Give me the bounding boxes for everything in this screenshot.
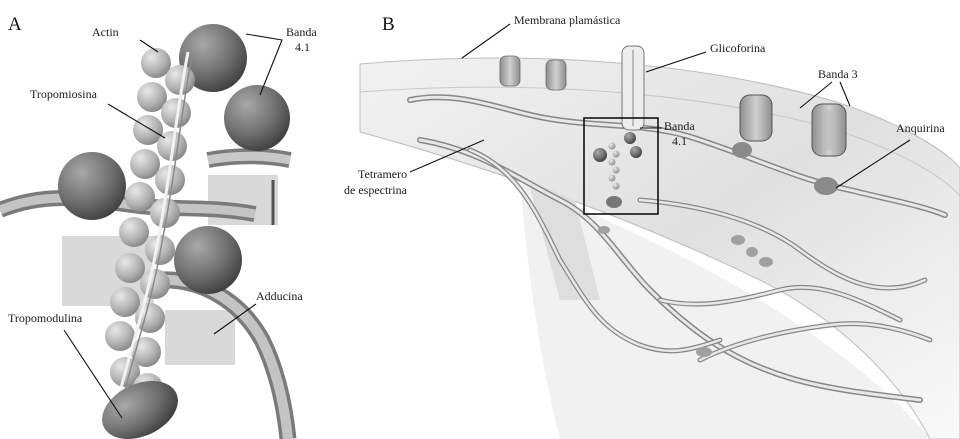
- panel-a-letter: A: [8, 14, 22, 35]
- label-glicoforina: Glicoforina: [710, 41, 766, 55]
- label-banda41-b-1: Banda: [664, 119, 695, 133]
- label-tropomodulina: Tropomodulina: [8, 311, 83, 325]
- panel-b: B Membrana plamástica Glicoforina Banda …: [344, 13, 960, 439]
- panel-a: A Actin Banda 4.1 Tropomiosina Adducina …: [0, 14, 317, 439]
- leader-membrana: [462, 24, 510, 58]
- adducin-sphere: [174, 226, 242, 294]
- label-banda41-b-2: 4.1: [672, 134, 687, 148]
- label-adducina: Adducina: [256, 289, 303, 303]
- label-banda41-a-1: Banda: [286, 25, 317, 39]
- shade-block: [165, 310, 235, 365]
- label-actin: Actin: [92, 25, 119, 39]
- label-tetramero-2: de espectrina: [344, 183, 408, 197]
- spectrin-strand: [208, 156, 290, 160]
- ankyrin: [814, 177, 838, 195]
- label-tetramero-1: Tetramero: [358, 167, 407, 181]
- band41-sphere: [58, 152, 126, 220]
- label-tropomiosina: Tropomiosina: [30, 87, 98, 101]
- label-banda3: Banda 3: [818, 67, 858, 81]
- label-banda41-a-2: 4.1: [295, 40, 310, 54]
- label-membrana: Membrana plamástica: [514, 13, 621, 27]
- ankyrin: [732, 142, 752, 158]
- band41-sphere: [224, 85, 290, 151]
- panel-b-letter: B: [382, 14, 395, 35]
- label-anquirina: Anquirina: [896, 121, 945, 135]
